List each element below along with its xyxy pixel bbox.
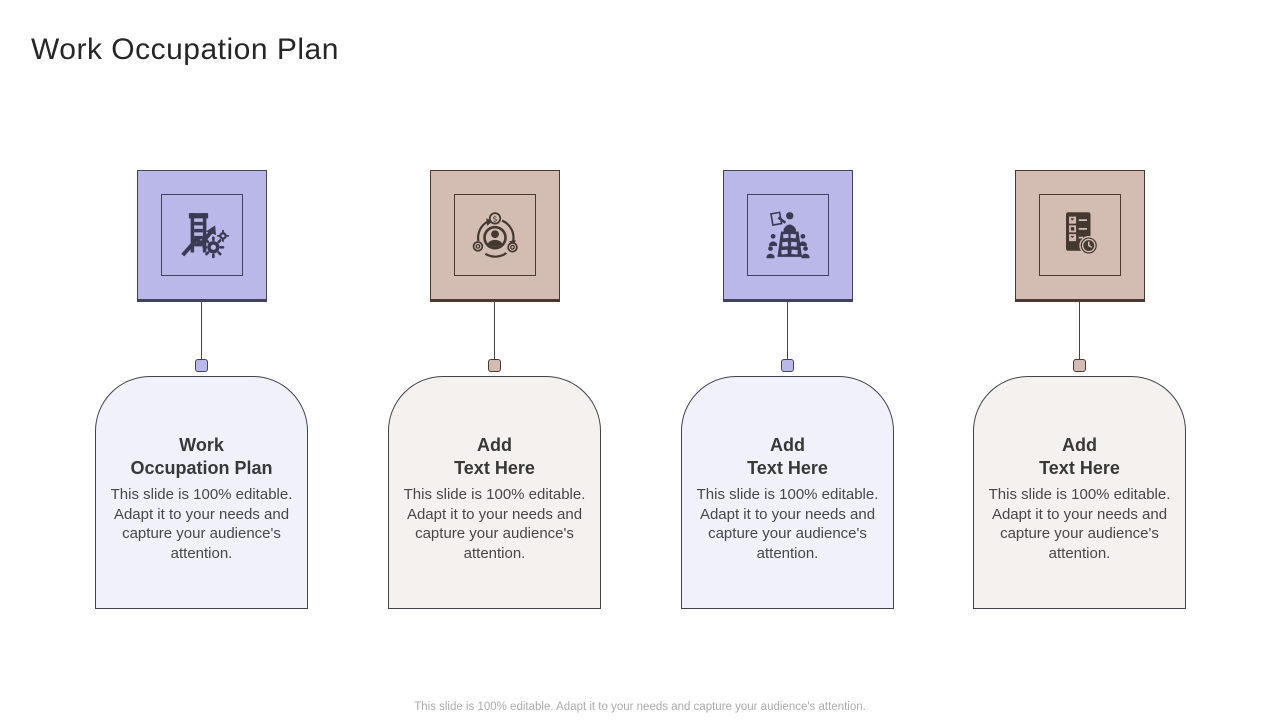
icon-box: $	[429, 170, 560, 300]
checklist-clock-icon	[1065, 212, 1098, 255]
connector-square	[1073, 359, 1086, 372]
card-heading-line1: Add	[477, 435, 512, 455]
card-heading-line1: Work	[179, 435, 224, 455]
icon-box	[136, 170, 267, 300]
card-heading-line2: Occupation Plan	[130, 458, 273, 478]
svg-text:$: $	[492, 214, 497, 223]
career-growth-gears-icon	[180, 213, 229, 259]
card-body: This slide is 100% editable. Adapt it to…	[988, 486, 1171, 562]
column-work-occupation-plan: Work Occupation Plan This slide is 100% …	[95, 170, 308, 615]
card-body: This slide is 100% editable. Adapt it to…	[403, 486, 586, 562]
connector-line	[494, 300, 495, 359]
icon-frame	[160, 194, 243, 276]
connector-square	[488, 359, 501, 372]
presenter-audience-icon	[766, 211, 809, 259]
card-body: This slide is 100% editable. Adapt it to…	[696, 486, 879, 562]
card-heading: Work Occupation Plan	[96, 434, 307, 480]
column-add-text-1: $ Add Text Here This slide is 100% edita…	[388, 170, 601, 615]
card-heading-line1: Add	[770, 435, 805, 455]
card-heading: Add Text Here	[389, 434, 600, 480]
card-heading-line2: Text Here	[454, 458, 535, 478]
icon-frame	[746, 194, 829, 276]
card-heading: Add Text Here	[974, 434, 1185, 480]
column-add-text-3: Add Text Here This slide is 100% editabl…	[973, 170, 1186, 615]
card-heading: Add Text Here	[682, 434, 893, 480]
text-card: Add Text Here This slide is 100% editabl…	[681, 376, 894, 609]
card-heading-line1: Add	[1062, 435, 1097, 455]
card-heading-line2: Text Here	[1039, 458, 1120, 478]
connector-line	[1079, 300, 1080, 359]
text-card: Add Text Here This slide is 100% editabl…	[973, 376, 1186, 609]
column-add-text-2: Add Text Here This slide is 100% editabl…	[681, 170, 894, 615]
card-heading-line2: Text Here	[747, 458, 828, 478]
connector-line	[787, 300, 788, 359]
icon-frame	[1038, 194, 1121, 276]
connector-square	[781, 359, 794, 372]
text-card: Add Text Here This slide is 100% editabl…	[388, 376, 601, 609]
person-money-cycle-icon: $	[472, 212, 518, 258]
icon-box	[1014, 170, 1145, 300]
connector-square	[195, 359, 208, 372]
connector-line	[201, 300, 202, 359]
icon-frame: $	[453, 194, 536, 276]
card-body: This slide is 100% editable. Adapt it to…	[110, 486, 293, 562]
slide-footer: This slide is 100% editable. Adapt it to…	[414, 701, 866, 713]
icon-box	[722, 170, 853, 300]
slide-title: Work Occupation Plan	[31, 33, 339, 66]
text-card: Work Occupation Plan This slide is 100% …	[95, 376, 308, 609]
